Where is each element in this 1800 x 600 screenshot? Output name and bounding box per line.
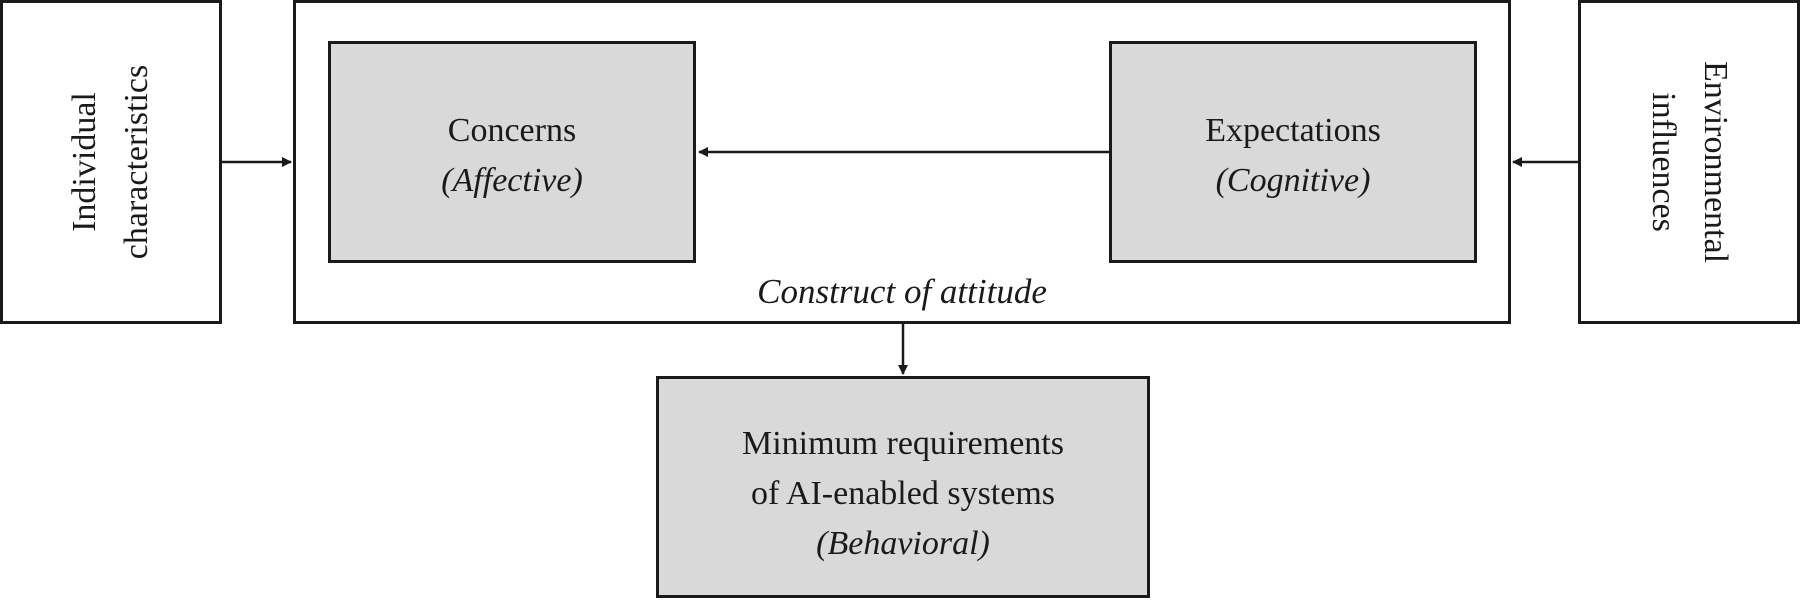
individual-characteristics-label: Individual characteristics: [59, 12, 163, 312]
individual-characteristics-line2: characteristics: [118, 64, 155, 260]
environmental-influences-label: Environmental influences: [1637, 12, 1741, 312]
environmental-influences-line2: influences: [1645, 92, 1682, 232]
minimum-requirements-subtitle: (Behavioral): [816, 525, 990, 562]
expectations-title: Expectations: [1205, 112, 1381, 149]
expectations-subtitle: (Cognitive): [1215, 162, 1371, 199]
concerns-box: Concerns (Affective): [328, 41, 696, 263]
minimum-requirements-box: Minimum requirements of AI-enabled syste…: [656, 376, 1150, 598]
individual-characteristics-box: Individual characteristics: [0, 0, 222, 324]
individual-characteristics-line1: Individual: [66, 92, 103, 232]
environmental-influences-line1: Environmental: [1697, 60, 1734, 264]
concerns-title: Concerns: [447, 112, 577, 149]
environmental-influences-box: Environmental influences: [1578, 0, 1800, 324]
minimum-requirements-line1: Minimum requirements: [741, 425, 1064, 462]
concerns-subtitle: (Affective): [441, 162, 583, 199]
minimum-requirements-line2: of AI-enabled systems: [750, 475, 1056, 512]
construct-of-attitude-label: Construct of attitude: [757, 272, 1047, 311]
expectations-box: Expectations (Cognitive): [1109, 41, 1477, 263]
